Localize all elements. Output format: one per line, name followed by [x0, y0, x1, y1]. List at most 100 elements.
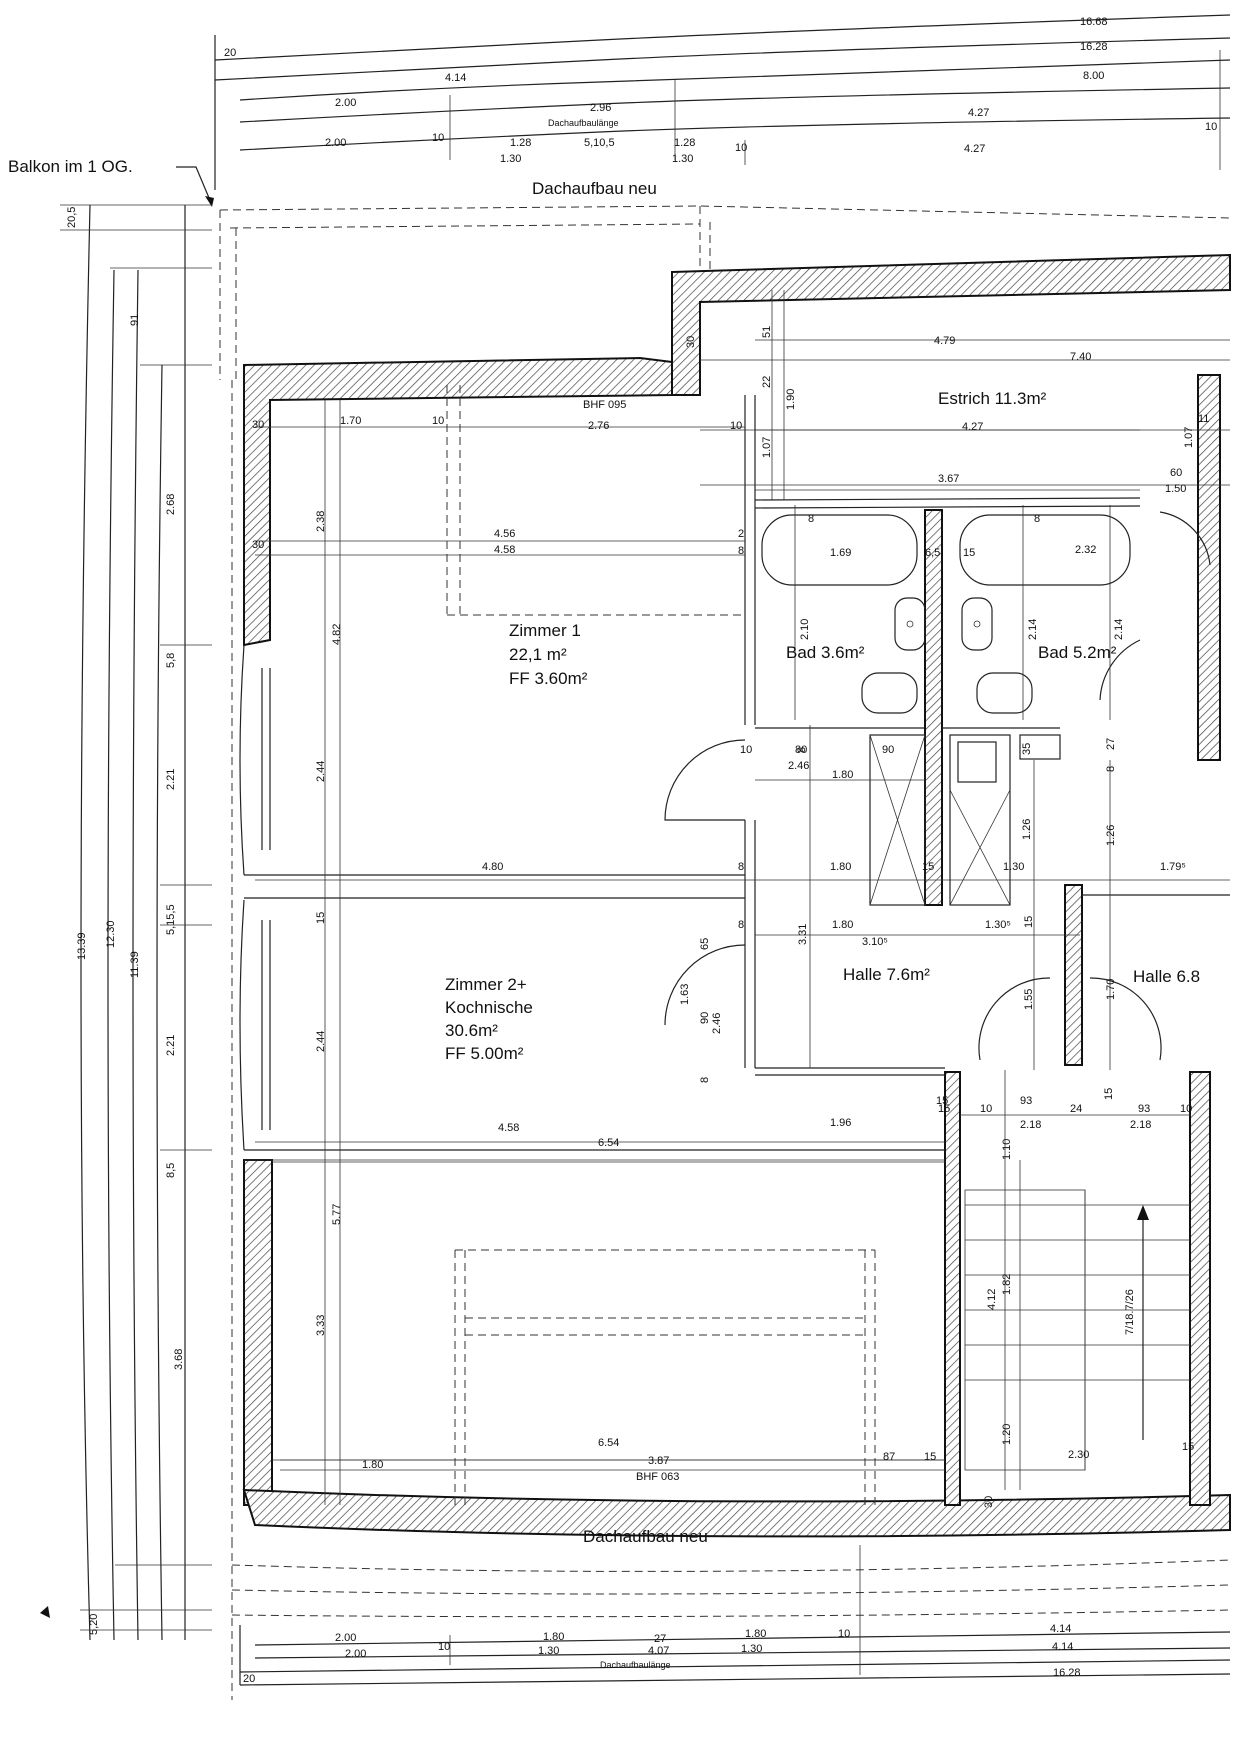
dim-in-7-40: 7.40	[1070, 351, 1091, 363]
dim-in-15-e: 15	[1023, 916, 1035, 928]
dim-in-1-10: 1.10	[1001, 1139, 1013, 1160]
zimmer1-ff: FF 3.60m²	[509, 669, 588, 688]
dim-3-68: 3.68	[173, 1349, 185, 1370]
dim-in-3-31: 3.31	[797, 924, 809, 945]
dim-in-8-a: 8	[738, 545, 744, 557]
dim-in-5-77: 5.77	[331, 1204, 343, 1225]
dim-b-27: 27	[654, 1633, 666, 1645]
dim-in-1-07-a: 1.07	[761, 437, 773, 458]
dim-11-39: 11.39	[129, 951, 141, 978]
dim-in-93-a: 93	[1020, 1095, 1032, 1107]
dim-5-8: 5,8	[165, 653, 177, 668]
dim-8-00: 8.00	[1083, 70, 1104, 82]
dim-5-10-5: 5,10,5	[584, 137, 615, 149]
dim-in-8-e: 8	[796, 747, 808, 753]
dim-b-20: 20	[243, 1673, 255, 1685]
dim-b-2-00-a: 2.00	[335, 1632, 356, 1644]
dim-2-21-b: 2.21	[165, 1035, 177, 1056]
dim-in-1-20: 1.20	[1001, 1424, 1013, 1445]
dim-in-1-80-b: 1.80	[832, 769, 853, 781]
dim-10-c: 10	[1205, 121, 1217, 133]
dim-12-30: 12.30	[105, 920, 117, 948]
dim-in-2-32: 2.32	[1075, 544, 1096, 556]
dim-in-1-63: 1.63	[679, 984, 691, 1005]
roof-label-top: Dachaufbau neu	[532, 179, 657, 198]
dim-in-3-10-5: 3.10⁵	[862, 936, 888, 948]
dim-in-22: 22	[761, 376, 773, 388]
dim-in-1-80-d: 1.80	[832, 919, 853, 931]
zimmer2-ff: FF 5.00m²	[445, 1044, 524, 1063]
dim-in-30-d: 30	[983, 1496, 995, 1508]
dashed-fixtures	[446, 385, 876, 1510]
dim-in-10-d: 10	[980, 1103, 992, 1115]
dim-in-8-g: 8	[738, 919, 744, 931]
dim-in-1-30: 1.30	[1003, 861, 1024, 873]
dim-in-90-a: 90	[882, 744, 894, 756]
dim-b-4-14-a: 4.14	[1050, 1623, 1071, 1635]
dim-in-2-44-a: 2.44	[315, 761, 327, 782]
dim-in-11: 11	[1198, 413, 1209, 425]
dim-in-1-70: 1.70	[1105, 979, 1117, 1000]
dim-in-4-80: 4.80	[482, 861, 503, 873]
dim-in-1-26-b: 1.26	[1105, 825, 1117, 846]
dim-b-1-30-b: 1.30	[741, 1643, 762, 1655]
dim-2-00-a: 2.00	[335, 97, 356, 109]
dim-b-1-80-b: 1.80	[745, 1628, 766, 1640]
dim-in-10-c: 10	[740, 744, 752, 756]
roof-label-bottom: Dachaufbau neu	[583, 1527, 708, 1546]
dim-in-8-f: 8	[1105, 766, 1117, 772]
dim-in-1-69: 1.69	[830, 547, 851, 559]
dim-in-15-b: 15	[924, 1451, 936, 1463]
room-bad-1: Bad 3.6m²	[786, 643, 865, 662]
windows-left	[239, 644, 271, 1151]
dim-1-30-a: 1.30	[500, 153, 521, 165]
dim-in-30-c: 30	[685, 336, 697, 348]
dim-in-2-10: 2.10	[799, 619, 811, 640]
dim-in-15-i: 15	[936, 1095, 948, 1107]
dim-in-87: 87	[883, 1451, 895, 1463]
dim-in-15-f: 15	[938, 1103, 950, 1115]
dim-in-4-58: 4.58	[494, 544, 515, 556]
dim-in-2-30: 2.30	[1068, 1449, 1089, 1461]
zimmer1-name: Zimmer 1	[509, 621, 581, 640]
dim-in-1-96: 1.96	[830, 1117, 851, 1129]
dim-in-2: 2	[738, 528, 744, 540]
dim-in-4-82: 4.82	[331, 624, 343, 645]
dim-in-15-h: 15	[1182, 1441, 1194, 1453]
dim-in-24: 24	[1070, 1103, 1082, 1115]
dim-10-b: 10	[735, 142, 747, 154]
inner-dim-lines	[255, 290, 1230, 1505]
dim-in-4-79: 4.79	[934, 335, 955, 347]
dim-in-1-80-a: 1.80	[362, 1459, 383, 1471]
zimmer2-area: 30.6m²	[445, 1021, 498, 1040]
dim-in-4-56: 4.56	[494, 528, 515, 540]
dachaufbaulaenge-top: Dachaufbaulänge	[548, 118, 619, 128]
walls	[242, 253, 1231, 1538]
dim-1-28-a: 1.28	[510, 137, 531, 149]
room-estrich: Estrich 11.3m²	[938, 389, 1047, 408]
balcony-outline	[219, 205, 1231, 1700]
dim-in-35: 35	[1021, 743, 1033, 755]
bath-fixtures	[761, 514, 1131, 714]
dim-in-2-18-b: 2.18	[1130, 1119, 1151, 1131]
dim-in-1-55: 1.55	[1023, 989, 1035, 1010]
dim-in-1-30-5: 1.30⁵	[985, 919, 1011, 931]
dim-in-3-67: 3.67	[938, 473, 959, 485]
dim-in-6-54-a: 6.54	[598, 1137, 619, 1149]
dim-in-1-07-b: 1.07	[1183, 427, 1195, 448]
dim-2-96: 2.96	[590, 102, 611, 114]
dim-in-30-b: 30	[252, 539, 264, 551]
dim-in-2-38: 2.38	[315, 511, 327, 532]
room-zimmer-1: Zimmer 1 22,1 m² FF 3.60m²	[509, 621, 588, 688]
dim-in-3-33: 3.33	[315, 1315, 327, 1336]
room-halle-2: Halle 6.8	[1133, 967, 1200, 986]
dim-in-2-18-a: 2.18	[1020, 1119, 1041, 1131]
dim-in-1-70: 1.70	[340, 415, 361, 427]
dim-in-60: 60	[1170, 467, 1182, 479]
dim-b-2-00-b: 2.00	[345, 1648, 366, 1660]
dim-16-68: 16.68	[1080, 16, 1108, 28]
dim-8-5: 8,5	[165, 1163, 177, 1178]
dim-b-10-a: 10	[438, 1641, 450, 1653]
dim-in-1-26-a: 1.26	[1021, 819, 1033, 840]
